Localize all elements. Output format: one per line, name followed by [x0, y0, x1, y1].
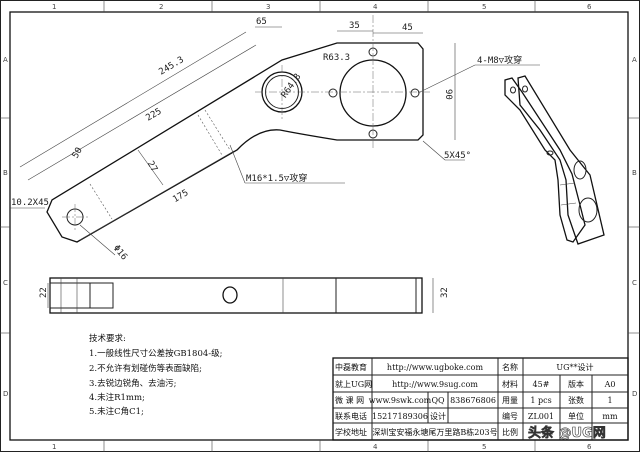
dim-r63: R63.3 [323, 53, 350, 63]
tb-phone: 15217189306 [372, 412, 428, 421]
dim-chamfer-plate: 5X45° [444, 151, 471, 161]
tb-label: 比例 [502, 427, 518, 437]
thread-callout-plate: 4-M8▽攻穿 [477, 54, 522, 66]
dim-45: 45 [402, 23, 413, 33]
dim-245: 245.3 [157, 55, 185, 78]
dim-50: 50 [71, 146, 85, 160]
zone-label: 4 [373, 443, 378, 451]
zone-strip-right: A B C D [628, 56, 640, 398]
note-item: 2.不允许有划碰伤等表面缺陷; [89, 363, 202, 374]
tb-label: 联系电话 [335, 411, 367, 421]
note-item: 4.未注R1mm; [89, 392, 145, 403]
zone-strip-left: A B C D [0, 56, 10, 398]
front-view [10, 15, 540, 256]
tb-unit: mm [602, 412, 618, 421]
tb-label: QQ [431, 396, 445, 405]
note-item: 5.未注C角C1; [89, 406, 144, 417]
tb-quantity: 1 pcs [530, 396, 551, 405]
tb-part-name: UG**设计 [556, 362, 593, 372]
zone-label: 6 [587, 3, 592, 11]
zone-label: 3 [266, 3, 270, 11]
zone-label: A [3, 56, 8, 64]
note-item: 3.去锐边锐角、去油污; [89, 378, 176, 389]
watermark: 头条 @UG网 [528, 425, 606, 441]
tb-label: 就上UG网 [335, 379, 372, 389]
zone-label: A [632, 56, 637, 64]
tb-label: 材料 [502, 379, 518, 389]
zone-strip-bottom: 1 4 5 6 [52, 440, 592, 452]
dim-hole: Φ16 [111, 243, 129, 262]
title-block: 中磊教育 http://www.ugboke.com 名称 UG**设计 就上U… [332, 357, 629, 441]
tb-qq: 838676806 [450, 396, 496, 405]
tb-material: 45# [533, 380, 550, 389]
dim-27: 27 [145, 160, 159, 174]
tb-address: 深圳宝安福永塘尾万里路B栋203号 [372, 427, 497, 437]
dim-65: 65 [256, 17, 267, 27]
zone-label: 4 [373, 3, 378, 11]
tb-label: 名称 [502, 362, 518, 372]
tb-label: 学校地址 [335, 427, 367, 437]
tb-label: 张数 [568, 395, 584, 405]
dim-32: 32 [440, 287, 450, 298]
zone-strip-top: 1 2 3 4 5 6 [52, 0, 592, 12]
notes-title: 技术要求: [89, 333, 126, 344]
tb-version: A0 [604, 380, 616, 389]
tb-website-link[interactable]: http://www.9sug.com [392, 380, 478, 389]
tb-label: 版本 [568, 379, 584, 389]
dim-175: 175 [171, 188, 190, 205]
tb-website-link[interactable]: http://www.ugboke.com [387, 363, 484, 372]
note-item: 1.一般线性尺寸公差按GB1804-级; [89, 348, 223, 359]
dim-r64: R64.8 [280, 72, 304, 100]
technical-notes: 技术要求: 1.一般线性尺寸公差按GB1804-级; 2.不允许有划碰伤等表面缺… [89, 333, 223, 417]
tb-label: 单位 [568, 411, 584, 421]
dim-90: 90 [443, 89, 453, 100]
dim-22: 22 [39, 287, 49, 298]
tb-label: 微 课 网 [335, 395, 364, 405]
tb-website-link[interactable]: www.9swk.com [369, 396, 432, 405]
zone-label: 1 [52, 443, 56, 451]
zone-label: 1 [52, 3, 56, 11]
zone-label: 6 [587, 443, 592, 451]
tb-label: 编号 [502, 411, 518, 421]
isometric-view [504, 75, 605, 245]
tb-label: 中磊教育 [335, 362, 367, 372]
side-view [47, 277, 434, 314]
zone-label: 5 [482, 3, 486, 11]
tb-sheets: 1 [607, 396, 612, 405]
dimension-labels: 65 35 45 R63.3 R64.8 90 5X45° 4-M8▽攻穿 M1… [11, 17, 522, 298]
zone-label: 2 [159, 3, 163, 11]
zone-label: D [3, 390, 8, 398]
dim-chamfer-end: 10.2X45 [11, 198, 49, 208]
zone-label: 5 [482, 443, 486, 451]
zone-label: D [632, 390, 637, 398]
thread-callout-arm: M16*1.5▽攻穿 [246, 172, 307, 184]
inner-frame [9, 11, 629, 441]
tb-code: ZL001 [528, 412, 554, 421]
tb-label: 设计 [430, 411, 446, 421]
zone-label: C [632, 279, 637, 287]
dim-35: 35 [349, 21, 360, 31]
zone-label: B [3, 169, 8, 177]
tb-label: 用量 [502, 396, 518, 405]
zone-label: B [632, 169, 637, 177]
zone-label: C [3, 279, 8, 287]
